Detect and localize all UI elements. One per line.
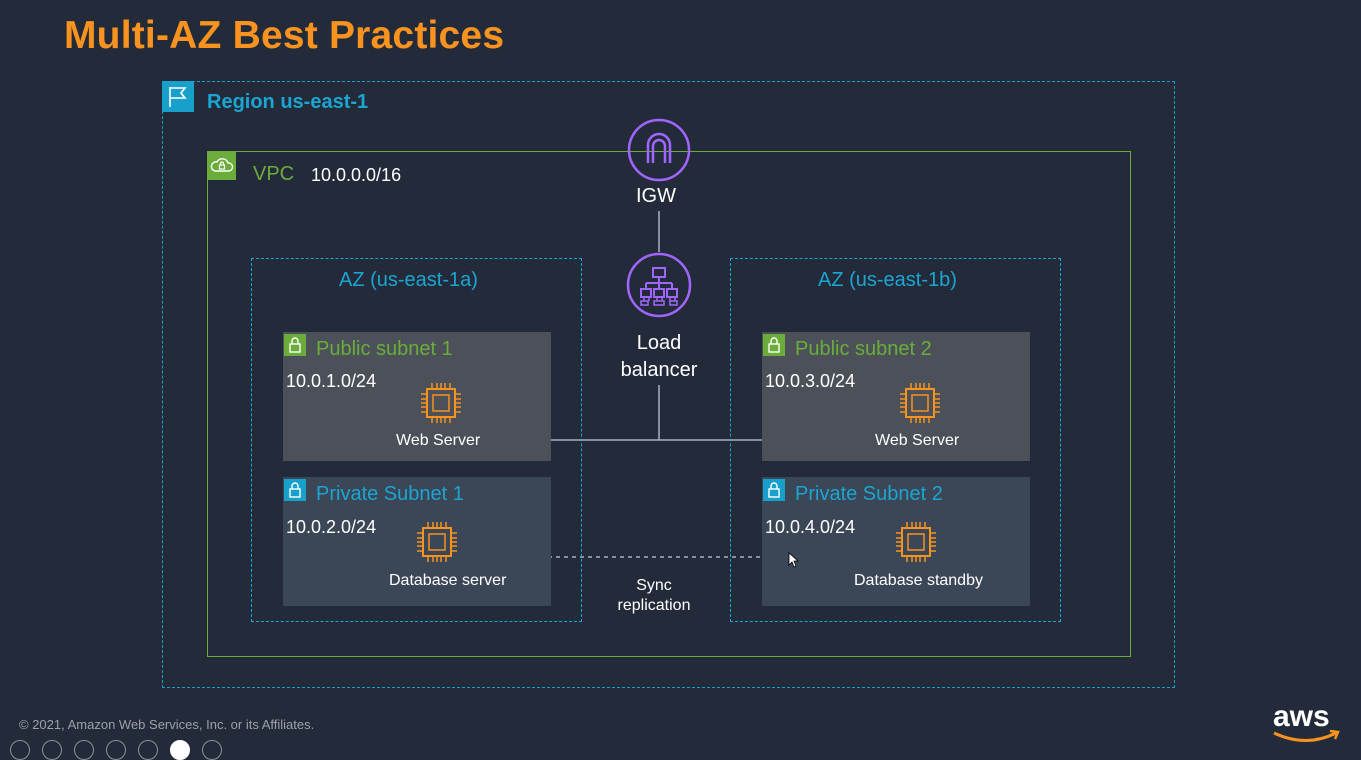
private-subnet-2-title: Private Subnet 2 — [795, 483, 943, 505]
mouse-pointer-icon — [788, 552, 800, 568]
flag-icon — [162, 81, 194, 112]
slideshow-prev-button[interactable] — [10, 740, 30, 760]
private-subnet-1-cidr: 10.0.2.0/24 — [286, 517, 377, 537]
web-server-1-label: Web Server — [396, 432, 481, 449]
sync-label-line2: replication — [617, 597, 691, 614]
ec2-instance-icon — [419, 381, 463, 425]
public-subnet-1-cidr: 10.0.1.0/24 — [286, 371, 377, 391]
slideshow-pen-button[interactable] — [42, 740, 62, 760]
private-subnet-1-title: Private Subnet 1 — [316, 483, 464, 505]
load-balancer-icon — [626, 252, 692, 318]
region-boundary — [162, 81, 1175, 688]
public-subnet-2-cidr: 10.0.3.0/24 — [765, 371, 856, 391]
az-b-boundary — [730, 258, 1061, 622]
vpc-cidr: 10.0.0.0/16 — [311, 165, 402, 185]
az-a-boundary — [251, 258, 582, 622]
slideshow-zoom-button[interactable] — [106, 740, 126, 760]
slideshow-subtitle-button[interactable] — [138, 740, 158, 760]
public-subnet-2 — [762, 332, 1030, 461]
svg-text:aws: aws — [1273, 700, 1330, 733]
region-label: Region us-east-1 — [207, 91, 369, 113]
lock-icon — [284, 479, 306, 501]
slideshow-grid-button[interactable] — [74, 740, 94, 760]
copyright-footer: © 2021, Amazon Web Services, Inc. or its… — [19, 717, 315, 732]
az-b-label: AZ (us-east-1b) — [818, 269, 957, 291]
web-server-2-label: Web Server — [875, 432, 960, 449]
sync-replication-label: Sync replication — [604, 576, 704, 616]
internet-gateway-icon — [627, 118, 691, 182]
cloud-lock-icon — [208, 152, 236, 180]
database-standby-label: Database standby — [854, 572, 983, 589]
private-subnet-2-cidr: 10.0.4.0/24 — [765, 517, 856, 537]
az-a-label: AZ (us-east-1a) — [339, 269, 478, 291]
lock-icon — [284, 334, 306, 356]
aws-logo: aws — [1268, 696, 1346, 746]
load-balancer-label-line1: Load — [636, 332, 682, 354]
load-balancer-label: Load balancer — [610, 330, 708, 384]
vpc-label: VPC — [253, 163, 295, 185]
load-balancer-label-line2: balancer — [620, 359, 698, 381]
ec2-instance-icon — [415, 520, 459, 564]
igw-label: IGW — [636, 185, 676, 207]
ec2-instance-icon — [898, 381, 942, 425]
public-subnet-1 — [283, 332, 551, 461]
slideshow-camera-button[interactable] — [170, 740, 190, 760]
page-title: Multi-AZ Best Practices — [64, 14, 505, 57]
public-subnet-2-title: Public subnet 2 — [795, 338, 932, 360]
slideshow-more-button[interactable] — [202, 740, 222, 760]
lock-icon — [763, 479, 785, 501]
lock-icon — [763, 334, 785, 356]
public-subnet-1-title: Public subnet 1 — [316, 338, 453, 360]
database-server-label: Database server — [389, 572, 507, 589]
sync-label-line1: Sync — [636, 577, 672, 594]
ec2-instance-icon — [894, 520, 938, 564]
